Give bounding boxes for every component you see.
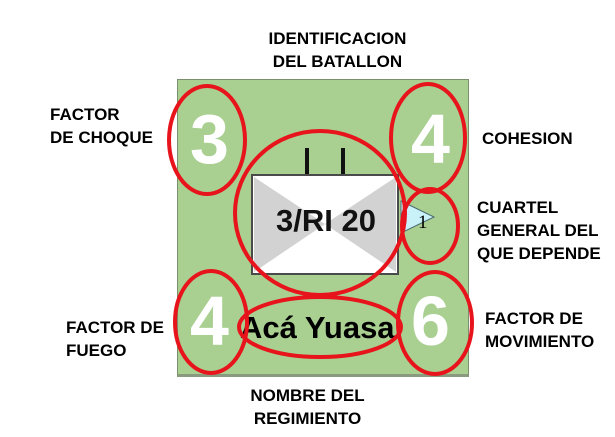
label-factor-fuego: FACTOR DE FUEGO	[66, 318, 164, 360]
factor-fuego-value: 4	[190, 282, 229, 360]
label-cuartel-general: CUARTEL GENERAL DEL QUE DEPENDE	[477, 198, 601, 263]
unit-identification: 3/RI 20	[276, 203, 376, 238]
factor-choque-value: 3	[190, 100, 229, 178]
label-factor-choque: FACTOR DE CHOQUE	[50, 105, 153, 147]
label-identificacion-batallon: IDENTIFICACION DEL BATALLON	[268, 29, 407, 71]
label-factor-movimiento: FACTOR DE MOVIMIENTO	[485, 309, 595, 351]
hq-number: 1	[418, 212, 428, 233]
unit-counter: 3 4 4 6 3/RI 20 1 Acá Yuasa	[177, 79, 469, 377]
label-cohesion: COHESION	[482, 129, 573, 148]
factor-movimiento-value: 6	[411, 282, 450, 360]
regiment-name: Acá Yuasa	[240, 310, 395, 345]
label-nombre-regimiento: NOMBRE DEL REGIMIENTO	[250, 386, 365, 428]
